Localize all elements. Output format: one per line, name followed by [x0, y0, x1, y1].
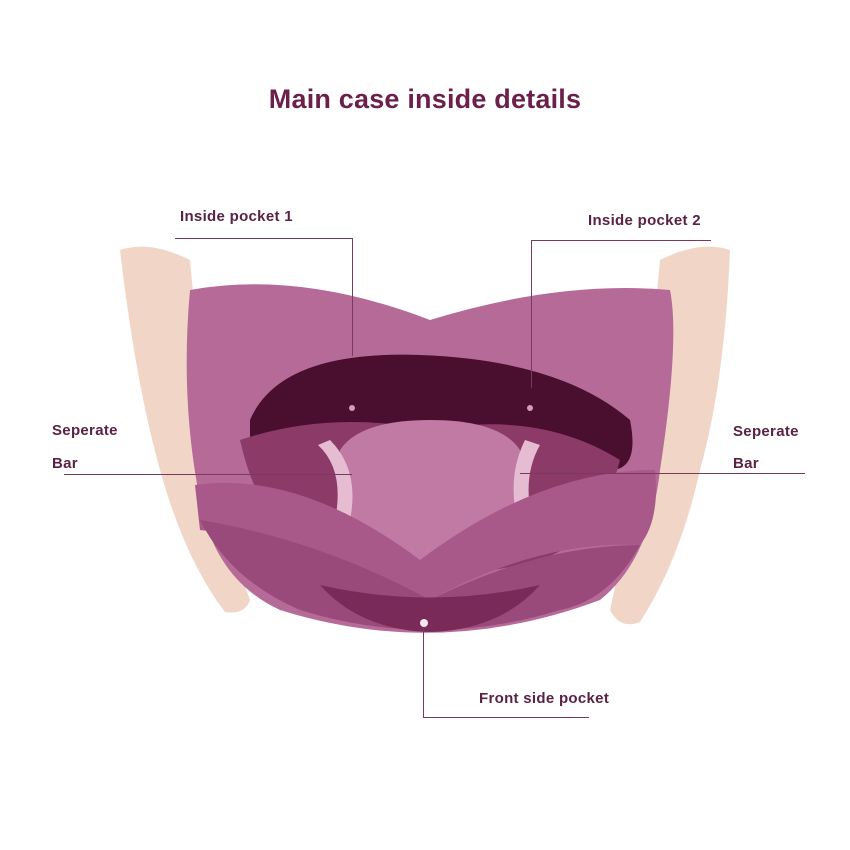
label-inside-pocket-2: Inside pocket 2 [588, 212, 701, 229]
callout-line-separate-bar-left [64, 474, 352, 475]
callout-line-front-side-pocket [423, 717, 589, 718]
callout-line-inside-pocket-1-vertical [352, 238, 353, 356]
label-separate-bar-left-1: Seperate [52, 422, 118, 439]
callout-line-front-side-pocket-vertical [423, 628, 424, 718]
callout-line-inside-pocket-1 [175, 238, 353, 239]
label-separate-bar-left-2: Bar [52, 455, 78, 472]
page-title: Main case inside details [268, 84, 582, 114]
callout-line-separate-bar-right [520, 473, 805, 474]
label-front-side-pocket: Front side pocket [479, 690, 610, 707]
bag-image [186, 284, 674, 633]
label-inside-pocket-1: Inside pocket 1 [180, 208, 293, 225]
callout-line-inside-pocket-2-vertical [531, 240, 532, 388]
label-separate-bar-right-1: Seperate [733, 423, 799, 440]
label-separate-bar-right-2: Bar [733, 455, 759, 472]
callout-line-inside-pocket-2 [531, 240, 711, 241]
